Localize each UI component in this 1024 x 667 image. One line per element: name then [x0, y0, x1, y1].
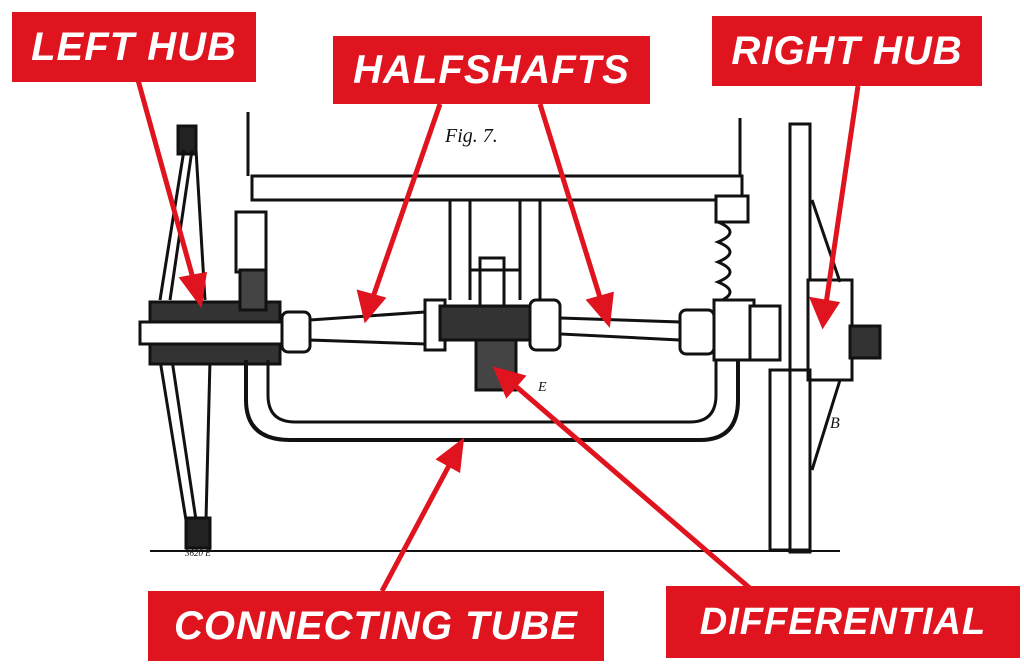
right-hub-drawing — [712, 122, 882, 554]
right-wheel-post — [768, 368, 812, 552]
right-hub-label: RIGHT HUB — [712, 16, 982, 86]
left-wheel — [158, 124, 212, 550]
letter-e-label: E — [538, 380, 547, 395]
letter-b-label: B — [830, 415, 840, 432]
callout-arrows — [135, 79, 861, 593]
halfshafts-label: HALFSHAFTS — [333, 36, 650, 104]
vehicle-frame — [246, 112, 744, 300]
plate-number: 3620 E — [185, 548, 211, 558]
figure-caption: Fig. 7. — [445, 125, 498, 147]
left-hub-drawing — [138, 210, 292, 366]
connecting-tube-drawing — [244, 350, 740, 442]
connecting-tube-label: CONNECTING TUBE — [148, 591, 604, 661]
left-hub-label: LEFT HUB — [12, 12, 256, 82]
differential-label: DIFFERENTIAL — [666, 586, 1020, 658]
